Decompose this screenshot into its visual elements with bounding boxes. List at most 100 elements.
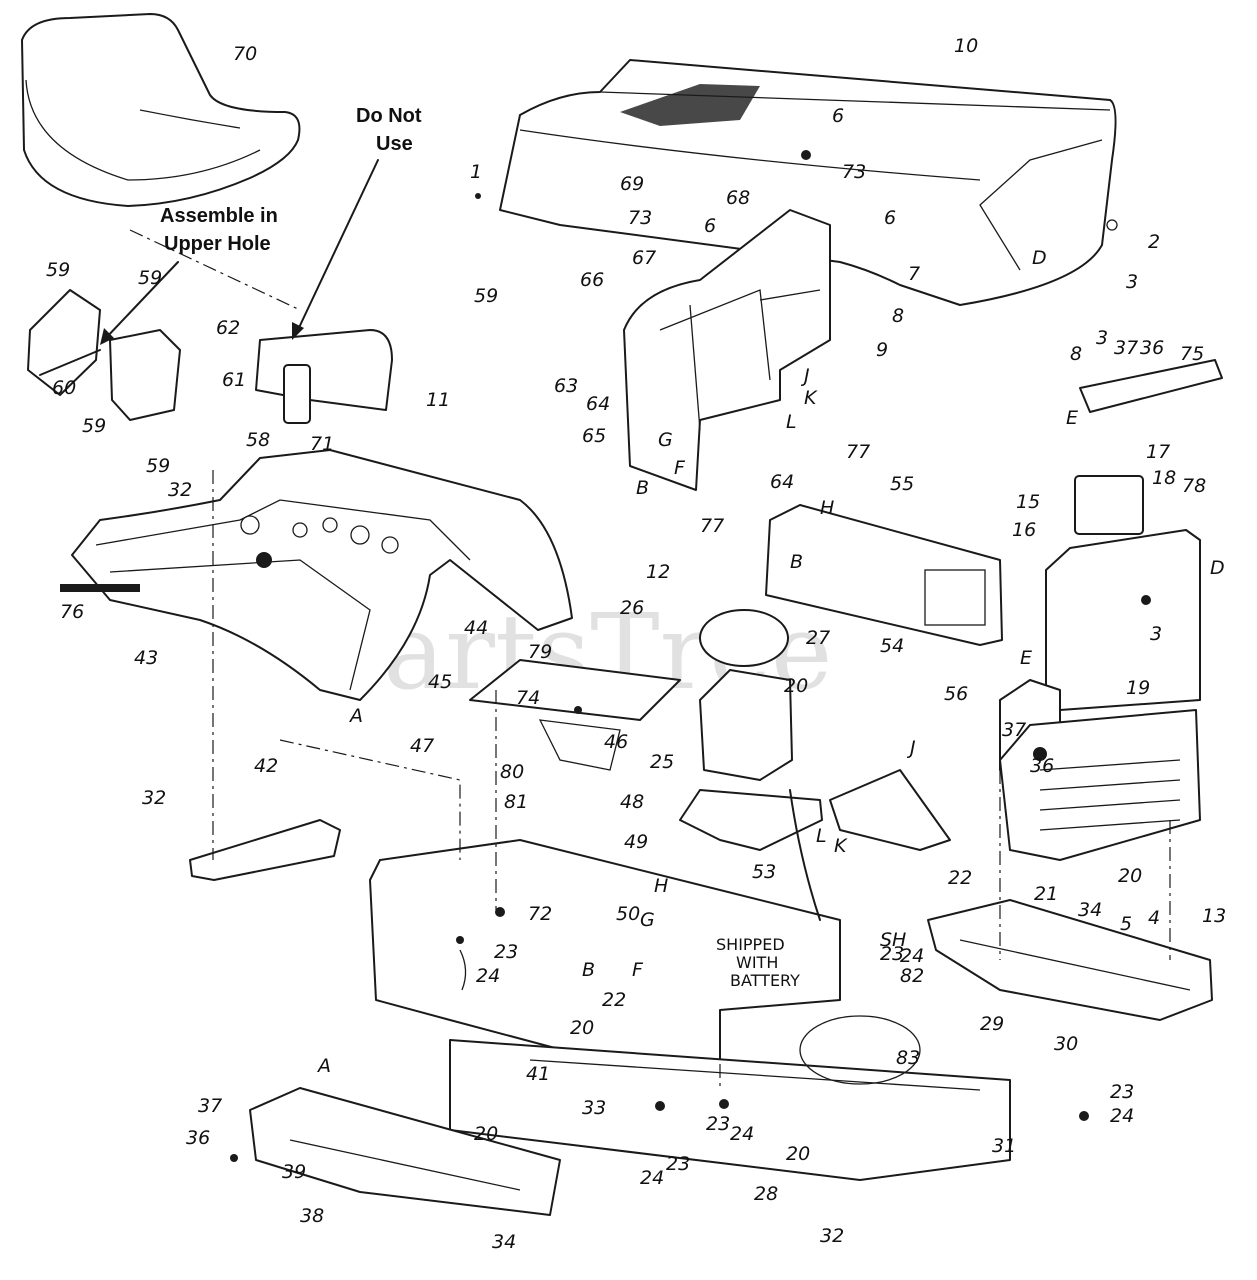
callout-label: B	[582, 959, 595, 981]
front-bar-part	[1079, 359, 1223, 413]
callout-label: D	[1210, 557, 1225, 579]
footrest-left-part	[249, 1087, 561, 1216]
callout-label: 62	[216, 317, 240, 339]
callout-label: 23	[1110, 1081, 1134, 1103]
note-donot-line1: Do Not	[356, 105, 422, 127]
callout-label: 63	[554, 375, 578, 397]
frame-part	[369, 839, 1011, 1181]
callout-label: 81	[504, 791, 528, 813]
callout-label: 16	[1012, 519, 1036, 541]
callout-label: 1	[470, 161, 482, 183]
callout-label: 79	[528, 641, 552, 663]
callout-label: 20	[1118, 865, 1142, 887]
callout-label: 20	[570, 1017, 594, 1039]
callout-label: 74	[516, 687, 540, 709]
callout-label: 18	[1152, 467, 1176, 489]
callout-label: 66	[580, 269, 604, 291]
note-shipped-line2: WITH	[736, 953, 778, 972]
callout-label: 22	[948, 867, 972, 889]
note-donot: Do Not Use	[292, 105, 422, 340]
dash-panel-part	[623, 209, 831, 491]
callout-label: 64	[586, 393, 610, 415]
callouts: 70 10 6 73 69 73 6 68 6 1 2 D 3 7 67 66 …	[46, 35, 1226, 1253]
callout-label: F	[674, 457, 686, 479]
callout-label: A	[348, 705, 363, 727]
callout-label: G	[640, 909, 655, 931]
callout-label: 15	[1016, 491, 1040, 513]
callout-label: 23	[494, 941, 518, 963]
note-shipped: SHIPPED WITH BATTERY	[716, 935, 800, 990]
callout-label: 20	[474, 1123, 498, 1145]
callout-label: 25	[650, 751, 674, 773]
callout-label: 53	[752, 861, 776, 883]
callout-label: 56	[944, 683, 968, 705]
grille-part	[999, 475, 1201, 861]
callout-label: 73	[842, 161, 866, 183]
callout-label: 67	[632, 247, 656, 269]
callout-label: 41	[526, 1063, 550, 1085]
callout-label: 13	[1202, 905, 1226, 927]
callout-label: 36	[1030, 755, 1054, 777]
callout-label: 24	[476, 965, 500, 987]
callout-label: 43	[134, 647, 158, 669]
callout-label: 71	[310, 433, 334, 455]
callout-label: 23	[706, 1113, 730, 1135]
callout-label: 21	[1034, 883, 1058, 905]
callout-label: 4	[1148, 907, 1160, 929]
callout-label: 59	[138, 267, 162, 289]
callout-label: 59	[146, 455, 170, 477]
callout-label: 42	[254, 755, 278, 777]
callout-label: 32	[142, 787, 166, 809]
callout-label: 24	[1110, 1105, 1134, 1127]
callout-label: 82	[900, 965, 924, 987]
callout-label: 59	[46, 259, 70, 281]
callout-label: 6	[884, 207, 896, 229]
callout-label: 8	[892, 305, 904, 327]
callout-label: 9	[876, 339, 888, 361]
note-donot-line2: Use	[376, 133, 413, 155]
callout-label: 37	[1114, 337, 1138, 359]
callout-label: 60	[52, 377, 76, 399]
footrest-right-part	[927, 899, 1213, 1021]
callout-label: J	[800, 365, 810, 387]
callout-label: K	[804, 387, 818, 409]
callout-label: 76	[60, 601, 84, 623]
callout-label: 70	[233, 43, 257, 65]
callout-label: 32	[168, 479, 192, 501]
callout-label: 30	[1054, 1033, 1078, 1055]
callout-label: K	[834, 835, 848, 857]
hardware-bits	[230, 150, 1151, 1162]
callout-label: 3	[1150, 623, 1162, 645]
callout-label: 72	[528, 903, 552, 925]
callout-label: 49	[624, 831, 648, 853]
side-panel-part	[765, 504, 1003, 646]
callout-label: 37	[1002, 719, 1026, 741]
callout-label: 46	[604, 731, 628, 753]
callout-label: F	[632, 959, 644, 981]
callout-label: 65	[582, 425, 606, 447]
note-assemble-line1: Assemble in	[160, 205, 278, 227]
callout-label: 22	[602, 989, 626, 1011]
callout-label: G	[658, 429, 673, 451]
seat-plate-part	[255, 329, 393, 424]
callout-label: 10	[954, 35, 978, 57]
callout-label: 59	[474, 285, 498, 307]
bracket-part	[829, 769, 951, 851]
callout-label: 36	[1140, 337, 1164, 359]
callout-label: D	[1032, 247, 1047, 269]
callout-label: 77	[846, 441, 870, 463]
callout-label: 23	[666, 1153, 690, 1175]
callout-label: 5	[1120, 913, 1132, 935]
callout-label: 44	[464, 617, 488, 639]
callout-label: 50	[616, 903, 640, 925]
callout-label: 6	[832, 105, 844, 127]
callout-label: 11	[426, 389, 450, 411]
callout-label: 83	[896, 1047, 920, 1069]
callout-label: 77	[700, 515, 724, 537]
battery-part	[679, 669, 823, 921]
callout-label: 29	[980, 1013, 1004, 1035]
seat-bracket-part	[27, 289, 181, 421]
callout-label: 19	[1126, 677, 1150, 699]
callout-label: 55	[890, 473, 914, 495]
callout-label: 34	[492, 1231, 516, 1253]
